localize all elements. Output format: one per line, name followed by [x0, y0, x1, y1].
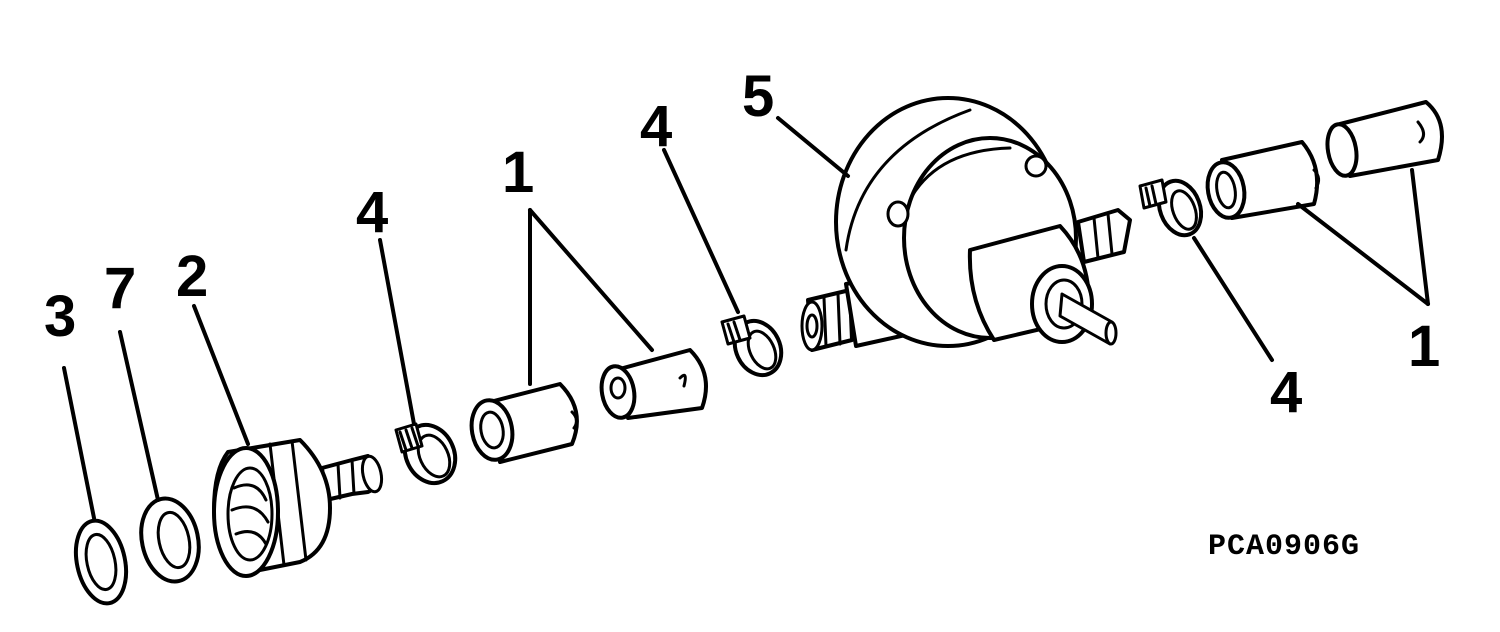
regulator-part-5: [800, 96, 1132, 352]
callout-part-7: 7: [104, 256, 136, 321]
figure-code: PCA0906G: [1208, 530, 1360, 564]
callout-part-5: 5: [742, 64, 774, 129]
callout-part-1-left: 1: [502, 140, 534, 205]
callout-part-4-right: 4: [1270, 360, 1302, 425]
callout-part-3: 3: [44, 284, 76, 349]
hose-segment-part-1-right-b: [1325, 100, 1444, 178]
hose-segment-part-1-right-a: [1205, 140, 1321, 220]
hose-segment-part-1-middle: [599, 348, 708, 420]
hose-segment-part-1-left: [469, 382, 579, 464]
hose-clamp-part-4-middle: [720, 314, 784, 378]
callout-part-4-left: 4: [356, 180, 388, 245]
hose-clamp-part-4-right: [1138, 178, 1204, 238]
gasket-part-7: [139, 496, 201, 584]
coupling-nut-part-2: [212, 438, 384, 578]
leader-lines: [62, 116, 1430, 520]
callout-part-1-right: 1: [1408, 314, 1440, 379]
callout-part-2: 2: [176, 244, 208, 309]
washer-part-3: [73, 518, 129, 606]
hose-clamp-part-4-left: [394, 422, 458, 486]
callout-part-4-middle: 4: [640, 94, 672, 159]
